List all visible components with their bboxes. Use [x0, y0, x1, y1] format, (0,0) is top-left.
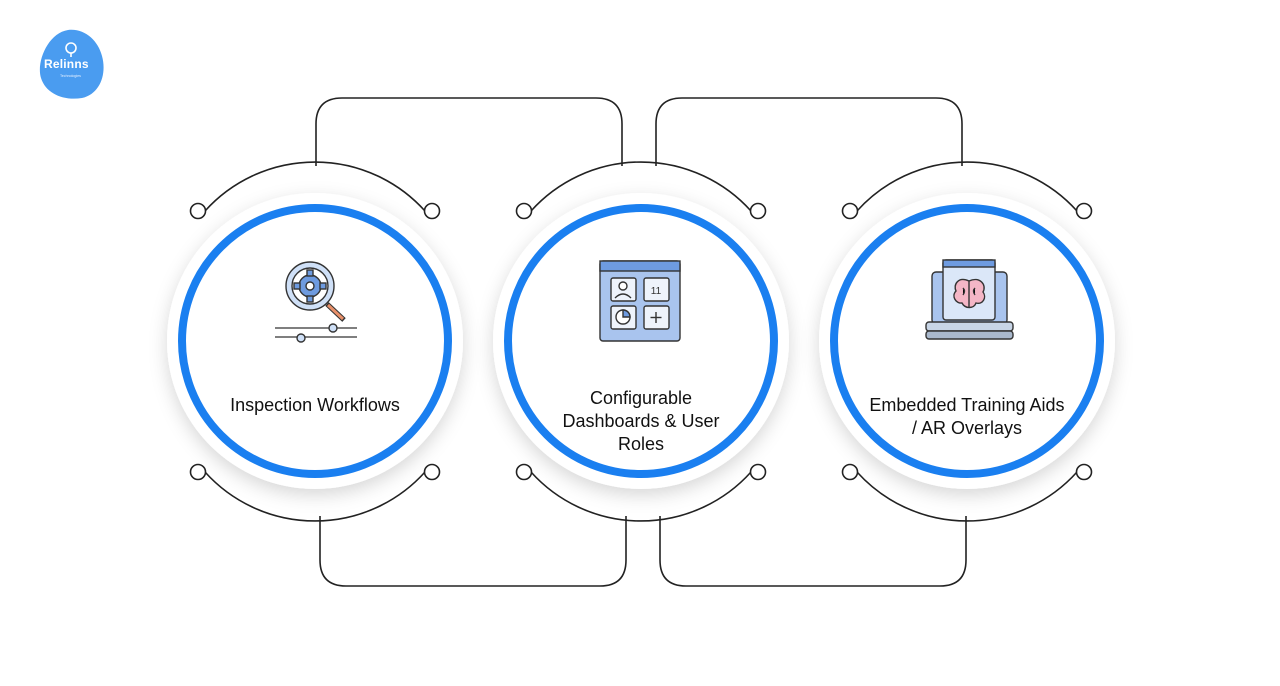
logo-text: Relinns	[44, 57, 89, 71]
logo-subtext: Technologies	[60, 74, 81, 78]
bottom-connector-2	[659, 516, 967, 587]
laptop-brain-icon	[925, 259, 1014, 340]
item-label-2: Configurable Dashboards & User Roles	[562, 388, 720, 454]
svg-text:11: 11	[651, 286, 662, 297]
bottom-connector-1	[319, 516, 627, 587]
top-connector-2	[655, 97, 963, 166]
logo-blob-icon	[39, 29, 104, 99]
node-1	[167, 161, 463, 522]
top-connector-1	[315, 97, 623, 166]
logo: Relinns Technologies	[38, 28, 106, 100]
item-label-1: Inspection Workflows	[230, 395, 400, 415]
dashboard-grid-icon: 11	[599, 260, 681, 342]
item-label-3: Embedded Training Aids / AR Overlays	[869, 395, 1065, 438]
gear-magnifier-icon	[275, 261, 357, 343]
node-3	[819, 161, 1115, 522]
